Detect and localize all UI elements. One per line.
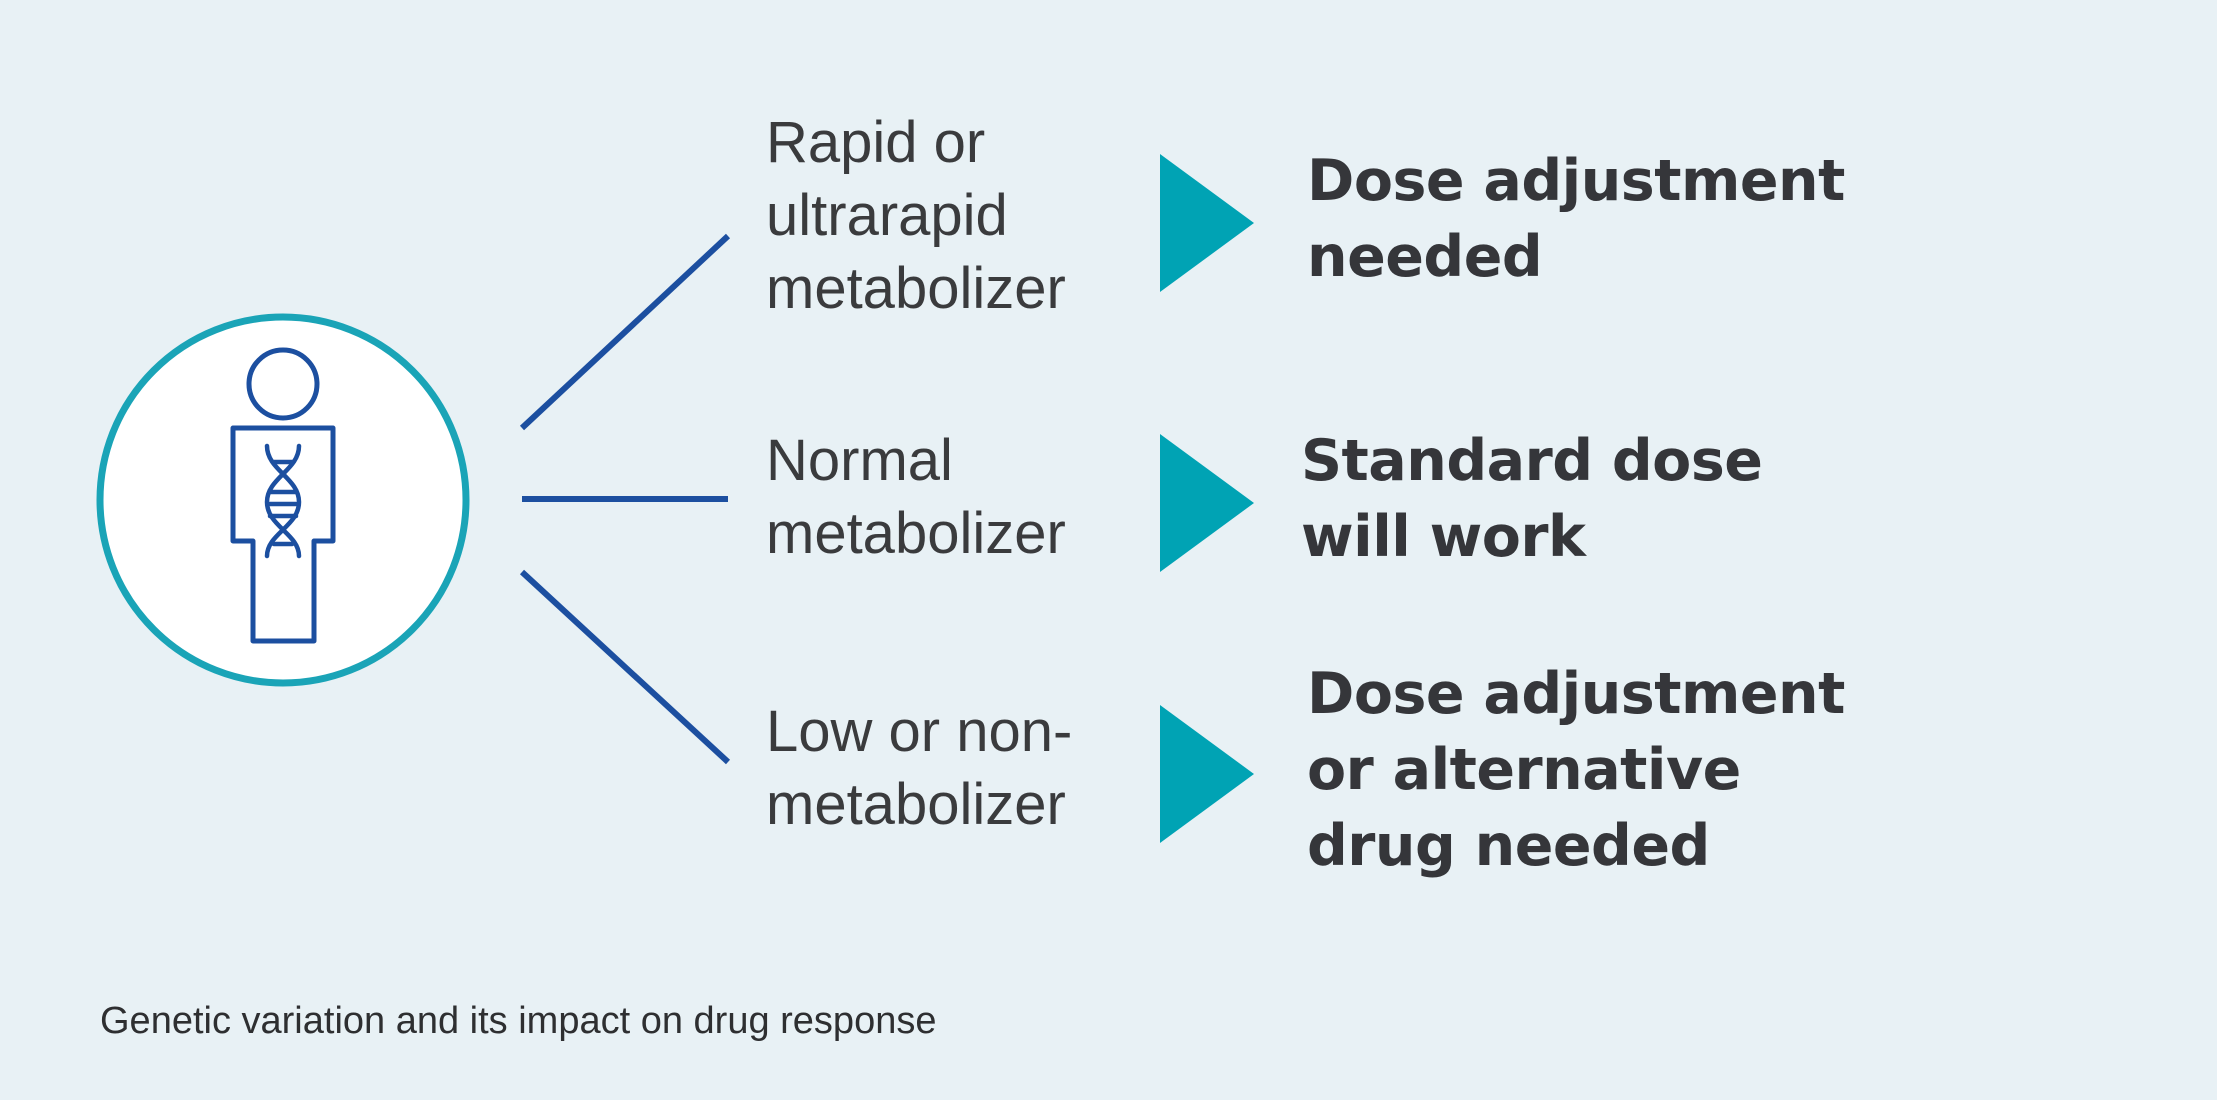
connector-low bbox=[519, 569, 731, 765]
metabolizer-label-normal: Normal metabolizer bbox=[766, 428, 1066, 566]
metabolizer-label-rapid: Rapid or ultrarapid metabolizer bbox=[766, 110, 1066, 321]
triangle-right-icon bbox=[1160, 434, 1254, 572]
outcome-standard-dose: Standard dose will work bbox=[1301, 428, 1763, 570]
metabolizer-label-low: Low or non- metabolizer bbox=[766, 699, 1073, 837]
figure-caption: Genetic variation and its impact on drug… bbox=[100, 1000, 937, 1042]
triangle-right-icon bbox=[1160, 705, 1254, 843]
patient-circle bbox=[96, 313, 470, 687]
person-head bbox=[246, 347, 320, 421]
triangle-right-icon bbox=[1160, 154, 1254, 292]
outcome-alternative-drug: Dose adjustment or alternative drug need… bbox=[1307, 661, 1845, 879]
connector-rapid bbox=[519, 233, 731, 431]
person-with-dna-icon bbox=[96, 313, 470, 687]
person-body bbox=[230, 425, 336, 644]
dna-icon bbox=[264, 443, 302, 559]
outcome-dose-adjustment: Dose adjustment needed bbox=[1307, 148, 1845, 290]
